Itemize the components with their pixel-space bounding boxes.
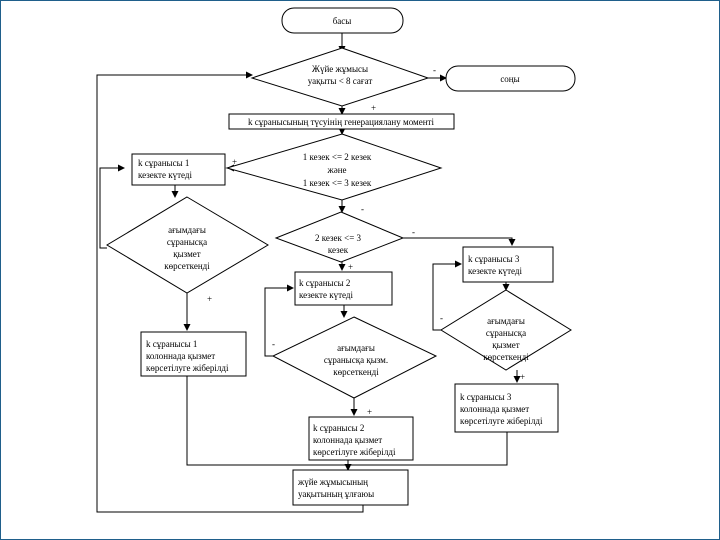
queue1-process xyxy=(131,153,226,186)
process-queue2-line: кезекте күтеді xyxy=(299,290,353,300)
channel3-decision-label: ағымдағы сұранысқа қызмет көрсеткенді xyxy=(483,316,529,362)
generate-request-label: k сұранысының түсуінің генерациялану мом… xyxy=(248,117,434,127)
decision-channel2-line: ағымдағы xyxy=(337,343,375,353)
process-queue3-line: k сұранысы 3 xyxy=(468,254,520,264)
update-time-label: жүйе жұмысының уақытының ұлғаюы xyxy=(297,477,374,499)
process-queue1-line: k сұранысы 1 xyxy=(138,158,189,168)
channel2-decision-label: ағымдағы сұранысқа қызм. көрсеткенді xyxy=(324,343,388,377)
edge-update-time-loop-to-work-decision xyxy=(96,71,364,513)
decision-priority-line: және xyxy=(326,165,346,175)
channel1-decision-label: ағымдағы сұранысқа қызмет көрсеткенді xyxy=(164,225,210,271)
flowchart-connectors xyxy=(96,33,521,513)
label-work-no: - xyxy=(433,65,436,75)
process-update-time-line: жүйе жұмысының xyxy=(297,477,368,487)
decision-channel3-line: сұранысқа xyxy=(486,328,526,338)
label-work-yes: + xyxy=(371,103,376,113)
priority-decision xyxy=(225,133,443,201)
process-serve1-line: колоннада қызмет xyxy=(146,351,215,361)
process-serve1-line: көрсетілуге жіберілді xyxy=(146,363,229,373)
start-terminal xyxy=(281,7,404,34)
process-serve1-line: k сұранысы 1 xyxy=(146,339,197,349)
channel1-decision xyxy=(106,196,269,294)
serve1-process xyxy=(140,331,247,377)
label-priority-no: - xyxy=(361,204,364,214)
generate-request-process xyxy=(228,113,455,130)
decision-channel2-line: көрсеткенді xyxy=(333,367,379,377)
queue3-process xyxy=(462,246,554,283)
process-serve2-line: колоннада қызмет xyxy=(313,435,382,445)
decision-channel2-line: сұранысқа қызм. xyxy=(324,355,388,365)
process-serve3-line: k сұранысы 3 xyxy=(460,392,512,402)
label-ch1-yes: + xyxy=(207,294,212,304)
end-terminal xyxy=(445,65,576,92)
edge-channel2-loop-back xyxy=(264,284,294,357)
end-label: соңы xyxy=(500,74,519,84)
queue3-label: k сұранысы 3 кезекте күтеді xyxy=(468,254,522,276)
process-queue1-line: кезекте күтеді xyxy=(138,170,192,180)
edge-channel3-loop-back xyxy=(432,260,462,331)
process-update-time-line: уақытының ұлғаюы xyxy=(298,489,374,499)
process-serve3-line: колоннада қызмет xyxy=(460,404,529,414)
update-time-process xyxy=(292,469,409,506)
edge-serve3-to-merge xyxy=(350,432,508,466)
serve2-process xyxy=(308,416,414,461)
queue2-label: k сұранысы 2 кезекте күтеді xyxy=(299,278,353,300)
channel2-decision xyxy=(271,316,438,399)
edge-q23-to-queue3 xyxy=(403,237,516,246)
decision-work-time-line: Жүйе жұмысы xyxy=(312,64,368,74)
label-priority-yes: + xyxy=(232,157,237,167)
decision-priority-line: 1 кезек <= 3 кезек xyxy=(303,178,372,188)
label-q23-yes: + xyxy=(348,262,353,272)
decision-channel1-line: көрсеткенді xyxy=(164,261,210,271)
work-time-decision xyxy=(250,47,430,107)
decision-q2-q3-line: 2 кезек <= 3 xyxy=(315,233,362,243)
work-time-decision-label: Жүйе жұмысы уақыты < 8 сағат xyxy=(308,64,373,86)
process-queue2-line: k сұранысы 2 xyxy=(299,278,350,288)
serve3-process xyxy=(454,383,559,433)
q2-q3-decision-label: 2 кезек <= 3 кезек xyxy=(315,233,362,255)
serve2-label: k сұранысы 2 колоннада қызмет көрсетілуге … xyxy=(313,423,396,457)
process-serve2-line: көрсетілуге жіберілді xyxy=(313,447,396,457)
queue2-process xyxy=(294,271,393,306)
label-ch3-yes: + xyxy=(520,372,525,382)
decision-channel1-line: қызмет xyxy=(173,249,201,259)
process-generate-line: k сұранысының түсуінің генерациялану мом… xyxy=(248,117,434,127)
decision-channel1-line: сұранысқа xyxy=(167,237,207,247)
serve3-label: k сұранысы 3 колоннада қызмет көрсетілуге … xyxy=(460,392,543,426)
decision-channel3-line: қызмет xyxy=(492,340,520,350)
decision-work-time-line: уақыты < 8 сағат xyxy=(308,76,373,86)
start-line: басы xyxy=(333,16,352,26)
edge-serve1-to-merge xyxy=(186,376,350,466)
label-ch3-no: - xyxy=(440,313,443,323)
process-serve2-line: k сұранысы 2 xyxy=(313,423,364,433)
decision-priority-line: 1 кезек <= 2 кезек xyxy=(303,152,372,162)
decision-channel3-line: ағымдағы xyxy=(487,316,525,326)
flowchart-shapes xyxy=(106,7,576,506)
queue1-label: k сұранысы 1 кезекте күтеді xyxy=(138,158,192,180)
label-ch2-no: - xyxy=(272,339,275,349)
start-label: басы xyxy=(333,16,352,26)
q2-q3-decision xyxy=(274,211,405,263)
label-q23-no: - xyxy=(412,227,415,237)
process-queue3-line: кезекте күтеді xyxy=(468,266,522,276)
process-serve3-line: көрсетілуге жіберілді xyxy=(460,416,543,426)
serve1-label: k сұранысы 1 колоннада қызмет көрсетілуге … xyxy=(146,339,229,373)
decision-channel3-line: көрсеткенді xyxy=(483,352,529,362)
channel3-decision xyxy=(440,289,572,371)
label-ch2-yes: + xyxy=(367,407,372,417)
priority-decision-label: 1 кезек <= 2 кезек және 1 кезек <= 3 кезек xyxy=(303,152,372,188)
decision-channel1-line: ағымдағы xyxy=(168,225,206,235)
edge-channel1-loop-back xyxy=(99,164,125,249)
end-line: соңы xyxy=(500,74,519,84)
decision-q2-q3-line: кезек xyxy=(328,245,349,255)
